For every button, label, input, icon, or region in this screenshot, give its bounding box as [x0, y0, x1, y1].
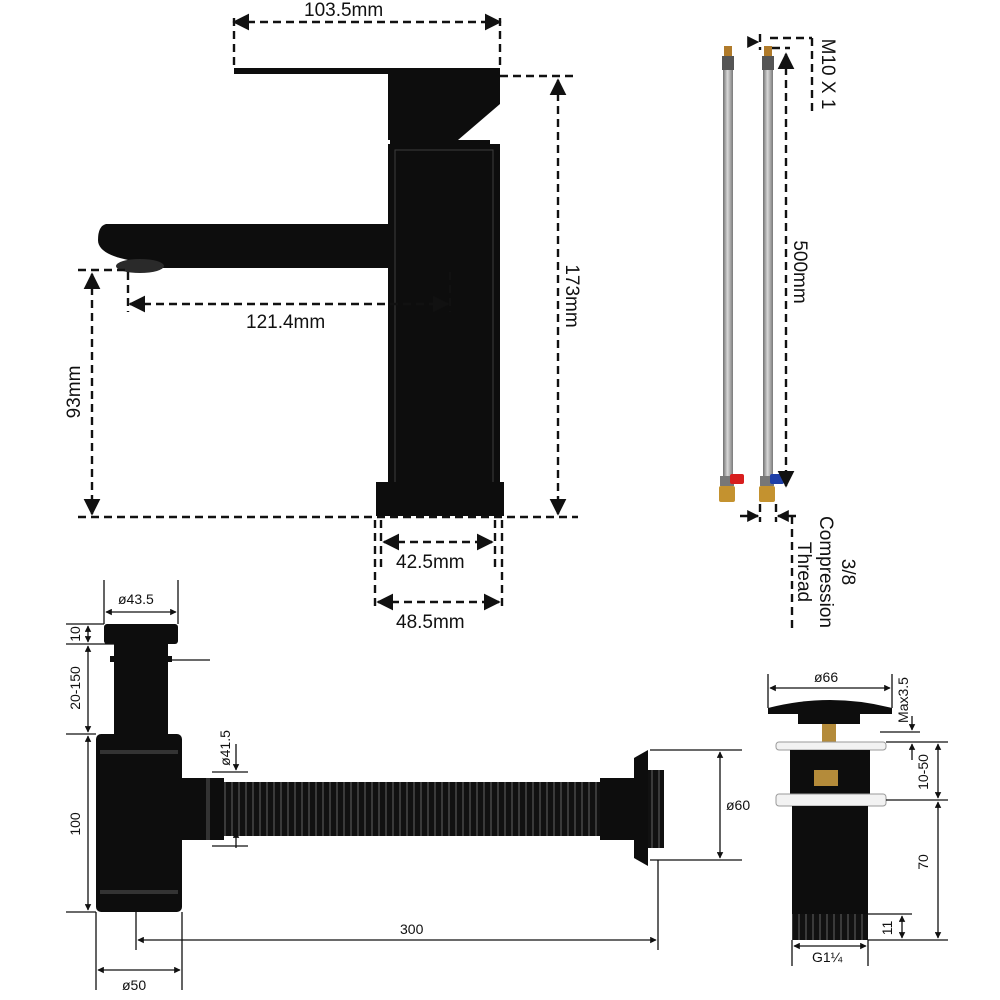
- trap-cap: [104, 624, 178, 644]
- drain-thread: [792, 914, 868, 940]
- trap-flex-pipe: [224, 782, 620, 836]
- bottle-trap-drawing: ø43.5 10 20-150 100 ø41.5 ø60 300 ø50: [66, 580, 750, 993]
- label-drain-cap-gap: Max3.5: [895, 677, 911, 723]
- label-trap-body-diameter: ø50: [122, 977, 146, 993]
- label-trap-flange-diameter: ø60: [726, 797, 750, 813]
- label-trap-cap-height: 10: [67, 626, 83, 642]
- faucet-handle-collar: [390, 140, 490, 146]
- label-drain-body-height: 70: [915, 854, 931, 870]
- faucet-body: [388, 144, 500, 508]
- valve-cold-indicator: [770, 474, 784, 484]
- trap-body-band: [100, 890, 178, 894]
- faucet-aerator: [116, 259, 164, 273]
- hose-braid-left: [723, 70, 733, 478]
- label-outlet-thread-line3: Thread: [793, 542, 814, 602]
- label-outlet-thread-line2: Compression: [815, 516, 836, 628]
- label-outlet-thread-line1: 3/8: [837, 559, 858, 585]
- label-trap-pipe-length: 300: [400, 921, 424, 937]
- trap-pipe-end: [600, 778, 634, 840]
- label-spout-reach: 121.4mm: [246, 312, 325, 333]
- drain-cap-neck: [798, 714, 860, 724]
- hose-ferrule-right: [762, 56, 774, 70]
- trap-wall-flange: [634, 750, 648, 866]
- label-trap-pipe-diameter: ø41.5: [217, 730, 233, 766]
- label-total-height: 173mm: [561, 264, 582, 327]
- label-trap-adjust-range: 20-150: [67, 666, 83, 710]
- hose-nut-right: [759, 486, 775, 502]
- hose-nut-left: [719, 486, 735, 502]
- hoses-drawing: M10 X 1 500mm 3/8 Compression Thread: [719, 34, 858, 632]
- hose-braid-right: [763, 70, 773, 478]
- label-trap-cap-diameter: ø43.5: [118, 591, 154, 607]
- drain-cap: [768, 700, 892, 714]
- faucet-base: [376, 482, 504, 516]
- label-spout-height: 93mm: [64, 366, 85, 419]
- label-base-outer-width: 48.5mm: [396, 612, 465, 633]
- trap-wall-thread: [648, 770, 664, 848]
- drain-lower-body: [792, 806, 868, 914]
- faucet-drawing: 103.5mm 173mm 121.4mm 93mm 42.5mm 48.5mm: [64, 0, 582, 633]
- hose-ferrule-left: [722, 56, 734, 70]
- label-drain-thread-size: G1¼: [812, 949, 843, 965]
- label-drain-thread-height: 11: [879, 921, 895, 936]
- drain-top-washer: [775, 741, 887, 751]
- pop-up-drain-drawing: ø66 Max3.5 10-50 70 11 G1¼: [767, 669, 948, 966]
- trap-outlet: [178, 778, 224, 840]
- trap-outlet-ring: [206, 778, 210, 840]
- label-drain-flange-range: 10-50: [915, 754, 931, 790]
- hose-inlet-fitting-left: [724, 46, 732, 56]
- label-inlet-thread: M10 X 1: [817, 39, 838, 110]
- faucet-lever: [234, 68, 500, 74]
- label-spout-top-width: 103.5mm: [304, 0, 383, 21]
- drain-spring: [814, 770, 838, 786]
- hose-ferrule-left-bottom: [720, 476, 734, 486]
- hose-ferrule-right-bottom: [760, 476, 774, 486]
- label-base-inner-width: 42.5mm: [396, 552, 465, 573]
- trap-body-band: [100, 750, 178, 754]
- label-hose-length: 500mm: [789, 240, 810, 303]
- hose-inlet-fitting-right: [764, 46, 772, 56]
- label-trap-body-height: 100: [67, 812, 83, 836]
- trap-tailpiece-ring: [110, 656, 172, 662]
- drain-bottom-washer: [775, 793, 887, 807]
- drain-stem: [822, 724, 836, 742]
- valve-hot-indicator: [730, 474, 744, 484]
- faucet-spout: [98, 224, 388, 268]
- trap-body: [96, 734, 182, 912]
- label-drain-cap-diameter: ø66: [814, 669, 838, 685]
- faucet-handle-block: [388, 74, 500, 140]
